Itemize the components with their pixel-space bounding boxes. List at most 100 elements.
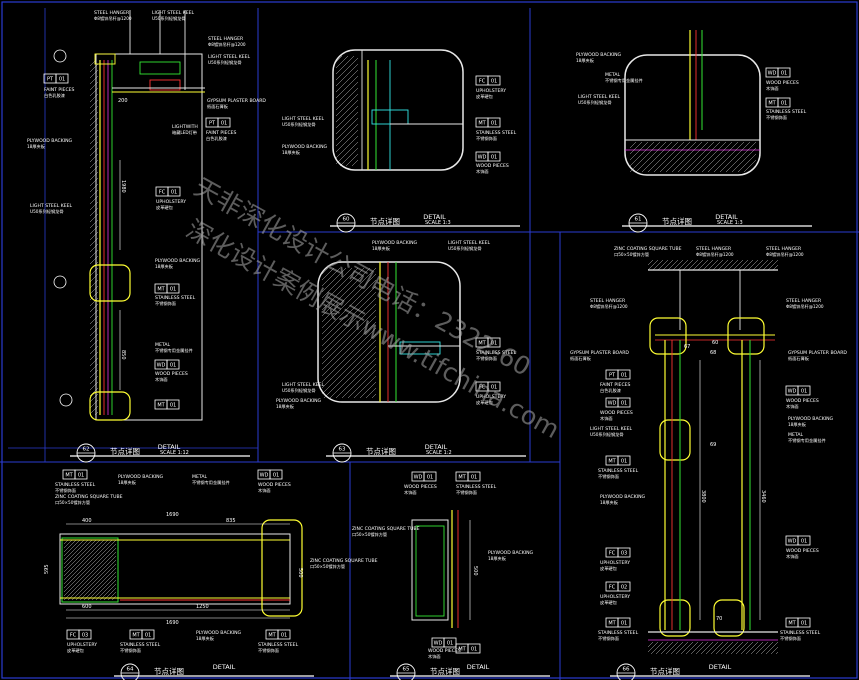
note-upholstery: UPHOLSTERY <box>600 594 630 600</box>
dimension-text: 1690 <box>166 620 179 626</box>
detail-number: 63 <box>339 447 346 453</box>
section-marker <box>53 275 67 289</box>
detail-callout-frame <box>713 599 745 637</box>
note-stainless-steel: STAINLESS STEEL <box>55 482 96 488</box>
tag-mt-01: MT <box>478 341 486 347</box>
hatch-line <box>682 259 694 271</box>
note-zinc-tube: ZINC COATING SQUARE TUBE <box>614 246 682 252</box>
hatch-line <box>89 189 99 199</box>
hatch-line <box>89 111 99 121</box>
note-steel-hanger-zh: Φ8镀锌吊杆@1200 <box>786 303 824 310</box>
note-stainless-steel-zh: 不锈钢饰面 <box>476 135 497 142</box>
note-lightwith-zh: 暗藏LED灯带 <box>172 129 197 136</box>
note-plywood-backing-zh: 18厚夹板 <box>282 149 301 156</box>
note-upholstery-zh: 皮革硬包 <box>476 93 494 100</box>
hatch-line <box>660 641 674 655</box>
dimension-text: 500 <box>297 568 303 578</box>
detail-word: DETAIL <box>715 213 738 221</box>
note-plywood-backing: PLYWOOD BACKING <box>600 494 646 500</box>
hatch-line <box>652 259 664 271</box>
hatch-line <box>89 225 99 235</box>
hatch-line <box>712 259 724 271</box>
hatch-line <box>667 259 679 271</box>
hatch-line <box>89 237 99 247</box>
tube-section <box>61 537 119 603</box>
material-tag-number-box <box>166 359 180 370</box>
note-light-steel-keel: LIGHT STEEL KEEL <box>30 203 73 209</box>
dimension-text: 60 <box>712 340 718 346</box>
hatch-line <box>665 141 697 173</box>
note-plywood-backing: PLYWOOD BACKING <box>196 630 242 636</box>
hatch-line <box>359 381 377 399</box>
note-zinc-tube-zh: 口50×50镀锌方管 <box>614 251 649 258</box>
hatch-line <box>692 259 704 271</box>
note-light-steel-keel-zh: U50系列轻钢龙骨 <box>282 387 316 394</box>
hatch-line <box>89 375 99 385</box>
material-tag-number-box <box>617 547 631 558</box>
note-light-steel-keel-zh: U50系列轻钢龙骨 <box>152 15 186 22</box>
note-upholstery-zh: 皮革硬包 <box>67 647 85 654</box>
note-gypsum-board: GYPSUM PLASTER BOARD <box>207 98 266 104</box>
hatch-line <box>335 123 359 147</box>
keel-profile <box>399 341 441 355</box>
note-light-steel-keel-zh: U50系列轻钢龙骨 <box>208 59 242 66</box>
hatch-pattern <box>629 141 757 173</box>
dimension-text: 1250 <box>196 604 209 610</box>
note-steel-hanger: STEEL HANGER <box>94 10 130 16</box>
hatch-line <box>697 259 709 271</box>
hatch-line <box>89 405 99 415</box>
hatch-line <box>335 55 343 63</box>
material-tag-number: 01 <box>447 641 453 647</box>
material-tag-number-box <box>617 617 631 628</box>
note-steel-hanger: STEEL HANGER <box>696 246 732 252</box>
note-stainless-steel: STAINLESS STEEL <box>780 630 821 636</box>
hatch-line <box>89 141 99 151</box>
callout-number: 67 <box>684 344 690 350</box>
note-metal: METAL <box>788 432 803 438</box>
hatch-line <box>335 357 377 399</box>
note-wood-pieces-zh: 木饰面 <box>766 85 779 92</box>
section-marker <box>53 49 67 63</box>
hatch-line <box>63 539 97 573</box>
hatch-line <box>89 153 99 163</box>
note-wood-pieces: WOOD PIECES <box>786 548 819 554</box>
note-wood-pieces: WOOD PIECES <box>404 484 437 490</box>
hatch-line <box>89 117 99 127</box>
hatch-line <box>335 105 359 129</box>
material-tag-number-box <box>797 617 811 628</box>
hatch-line <box>83 567 117 601</box>
hatch-line <box>63 539 109 585</box>
hatch-line <box>89 207 99 217</box>
hatch-line <box>89 303 99 313</box>
tag-wd-01: WD <box>788 539 797 545</box>
tag-mt-01: MT <box>132 633 140 639</box>
hatch-line <box>750 641 764 655</box>
hatch-line <box>89 321 99 331</box>
hatch-line <box>745 641 759 655</box>
hatch-line <box>79 563 117 601</box>
hatch-line <box>725 141 757 173</box>
note-stainless-steel: STAINLESS STEEL <box>476 130 517 136</box>
tag-pt-01: PT <box>209 121 216 127</box>
hatch-line <box>89 399 99 409</box>
note-plywood-backing: PLYWOOD BACKING <box>788 416 834 422</box>
note-plywood-backing-zh: 18厚夹板 <box>488 555 507 562</box>
hatch-line <box>629 141 661 173</box>
note-stainless-steel: STAINLESS STEEL <box>120 642 161 648</box>
hatch-line <box>772 264 779 271</box>
hatch-line <box>335 57 359 81</box>
hatch-line <box>770 646 779 655</box>
hatch-line <box>677 141 709 173</box>
material-tag-number: 01 <box>78 473 84 479</box>
note-upholstery-zh: 皮革硬包 <box>156 204 174 211</box>
material-tag-number: 01 <box>781 71 787 77</box>
hatch-line <box>63 539 69 545</box>
note-upholstery: UPHOLSTERY <box>476 394 506 400</box>
note-lightwith: LIGHTWITH <box>172 124 198 130</box>
note-wood-pieces-zh: 木饰面 <box>258 487 271 494</box>
hatch-line <box>647 259 659 271</box>
note-steel-hanger: STEEL HANGER <box>786 298 822 304</box>
detail-rounded-frame <box>624 54 761 176</box>
hatch-pattern <box>89 59 99 416</box>
